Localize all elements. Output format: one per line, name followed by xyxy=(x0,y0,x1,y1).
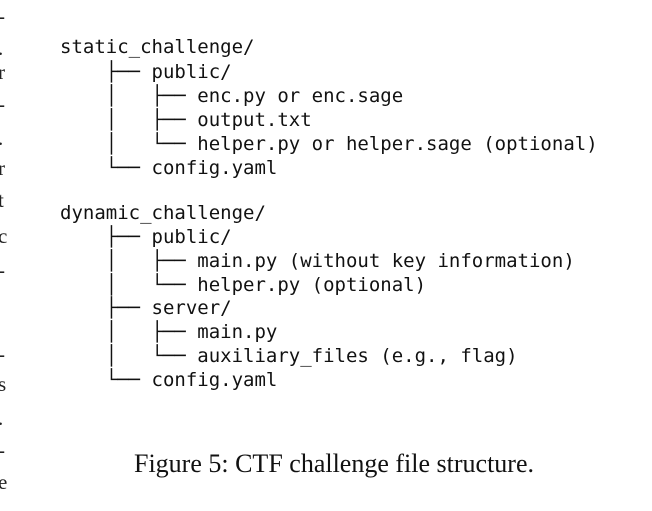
tree-line: │ ├── main.py xyxy=(60,321,278,343)
tree-line: └── config.yaml xyxy=(60,157,278,179)
margin-fragment: c xyxy=(0,224,8,248)
tree-line: │ ├── enc.py or enc.sage xyxy=(60,85,404,107)
tree-line: └── config.yaml xyxy=(60,369,278,391)
tree-line: │ └── helper.py or helper.sage (optional… xyxy=(60,133,598,155)
margin-fragment: - xyxy=(0,260,5,281)
tree-line: │ └── helper.py (optional) xyxy=(60,274,427,296)
margin-fragment: . xyxy=(0,38,3,59)
margin-fragment: - xyxy=(0,440,5,461)
tree-line: ├── server/ xyxy=(60,297,232,319)
tree-line: ├── public/ xyxy=(60,61,232,83)
tree-line: │ └── auxiliary_files (e.g., flag) xyxy=(60,345,518,367)
tree-line: │ ├── main.py (without key information) xyxy=(60,250,575,272)
tree-line: │ ├── output.txt xyxy=(60,109,312,131)
tree-root-static-challenge: static_challenge/ xyxy=(60,36,255,58)
margin-fragment: - xyxy=(0,344,5,365)
margin-fragment: . xyxy=(0,408,3,429)
tree-root-dynamic-challenge: dynamic_challenge/ xyxy=(60,202,266,224)
margin-fragment: t xyxy=(0,188,4,212)
margin-fragment: e xyxy=(0,470,8,494)
margin-fragment: r xyxy=(0,156,5,180)
tree-line: ├── public/ xyxy=(60,226,232,248)
figure-caption: Figure 5: CTF challenge file structure. xyxy=(133,449,534,478)
margin-fragment: s xyxy=(0,372,7,396)
margin-fragment: . xyxy=(0,128,3,149)
margin-fragment: - xyxy=(0,6,5,27)
margin-fragment: r xyxy=(0,60,5,84)
margin-fragment: - xyxy=(0,94,5,115)
left-margin-text-fragments: - . r - . r t c - - s . - e xyxy=(0,0,12,511)
